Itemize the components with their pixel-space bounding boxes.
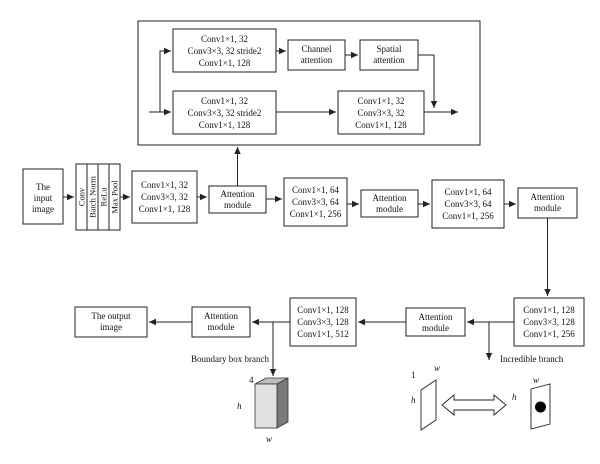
- stem-label-conv: Conv: [77, 187, 87, 206]
- incredible-w-top-label: w: [434, 363, 440, 373]
- conv-block-2-line-2: Conv3×3, 64: [292, 197, 340, 207]
- attention-module-3-line-1: Attention: [531, 192, 565, 202]
- attn-upper-conv-line-2: Conv3×3, 32 stride2: [188, 46, 262, 56]
- conv-block-1-line-2: Conv3×3, 32: [141, 192, 188, 202]
- attention-module-4: [405, 307, 466, 337]
- conv-block-5-line-2: Conv3×3, 128: [297, 317, 349, 327]
- score-dot-icon: [535, 401, 546, 413]
- spatial-attention-label-2: attention: [373, 55, 405, 65]
- boundary-box-cube-icon: [254, 377, 289, 429]
- boundary-branch-label: Boundary box branch: [191, 354, 269, 364]
- attn-right-conv-box: [337, 90, 425, 135]
- input-image-line-1: The: [36, 182, 50, 192]
- conv-block-2-line-1: Conv1×1, 64: [292, 185, 340, 195]
- conv-block-1-line-1: Conv1×1, 32: [141, 180, 188, 190]
- attention-module-2-line-2: module: [376, 204, 403, 214]
- output-image-line-1: The output: [91, 311, 131, 321]
- output-image-box: [74, 306, 148, 338]
- channel-attention-label-2: attention: [301, 55, 333, 65]
- attention-module-4-line-1: Attention: [419, 312, 453, 322]
- incredible-h-mid-label: h: [512, 392, 517, 402]
- conv-block-5-line-1: Conv1×1, 128: [297, 305, 349, 315]
- attn-right-conv-line-2: Conv3×3, 32: [357, 108, 404, 118]
- stem-label-maxpool: Max Pool: [110, 180, 120, 214]
- attention-module-5-line-2: module: [208, 322, 235, 332]
- cube-height-label: h: [237, 401, 242, 411]
- double-arrow-icon: [441, 394, 507, 416]
- incredible-branch-label: Incredible branch: [500, 354, 564, 364]
- attention-module-2: [360, 189, 419, 218]
- conv-block-4-line-2: Conv3×3, 128: [523, 317, 575, 327]
- attention-module-1-line-2: module: [224, 200, 251, 210]
- attn-upper-conv-line-1: Conv1×1, 32: [201, 34, 248, 44]
- attn-lower-conv-line-3: Conv1×1, 128: [199, 120, 251, 130]
- conv-block-4-line-1: Conv1×1, 128: [523, 305, 575, 315]
- attn-right-conv-line-1: Conv1×1, 32: [357, 96, 404, 106]
- attention-module-5-line-1: Attention: [204, 311, 238, 321]
- spatial-attention-label-1: Spatial: [377, 44, 402, 54]
- conv-block-3-line-1: Conv1×1, 64: [444, 187, 492, 197]
- attention-module-3: [517, 187, 578, 219]
- conv-block-2-line-3: Conv1×1, 256: [290, 209, 342, 219]
- conv-block-5: [289, 297, 357, 347]
- attention-module-2-line-1: Attention: [373, 193, 407, 203]
- input-image-line-3: image: [32, 204, 54, 214]
- attention-module-5: [191, 306, 251, 338]
- incredible-h-left-label: h: [411, 395, 416, 405]
- attn-spatial-to-merge-line: [418, 54, 438, 108]
- conv-block-3-line-3: Conv1×1, 256: [442, 211, 494, 221]
- cube-depth-label: 4: [249, 375, 254, 385]
- conv-block-2: [283, 177, 348, 227]
- attn-lower-conv-line-1: Conv1×1, 32: [201, 96, 248, 106]
- output-image-line-2: image: [100, 322, 122, 332]
- attn-right-conv-line-3: Conv1×1, 128: [355, 120, 407, 130]
- attn-upper-conv-line-3: Conv1×1, 128: [199, 58, 251, 68]
- attn-upper-conv-box: [172, 28, 277, 73]
- incredible-one-label: 1: [411, 370, 416, 380]
- attention-module-3-line-2: module: [534, 203, 561, 213]
- stem-label-relu: ReLu: [99, 187, 109, 207]
- attn-lower-conv-line-2: Conv3×3, 32 stride2: [188, 108, 262, 118]
- conv-block-4: [513, 297, 585, 347]
- input-image-line-2: input: [34, 193, 53, 203]
- channel-attention-box: [287, 39, 346, 71]
- feature-plane-icon: [420, 379, 437, 431]
- attention-module-1-line-1: Attention: [221, 189, 255, 199]
- attn-lower-conv-box: [172, 90, 277, 135]
- stem-label-batchnorm: Batch Norm: [88, 176, 98, 218]
- channel-attention-label-1: Channel: [302, 44, 332, 54]
- conv-block-1-line-3: Conv1×1, 128: [139, 204, 191, 214]
- conv-block-3: [431, 179, 505, 229]
- attention-module-1: [208, 185, 267, 214]
- cube-width-label: w: [266, 434, 272, 444]
- conv-block-4-line-3: Conv1×1, 256: [523, 329, 575, 339]
- attention-module-4-line-2: module: [422, 323, 449, 333]
- conv-block-5-line-3: Conv1×1, 512: [297, 329, 349, 339]
- conv-block-3-line-2: Conv3×3, 64: [444, 199, 492, 209]
- incredible-w-right-label: w: [533, 375, 539, 385]
- attn-split-line: [149, 47, 171, 113]
